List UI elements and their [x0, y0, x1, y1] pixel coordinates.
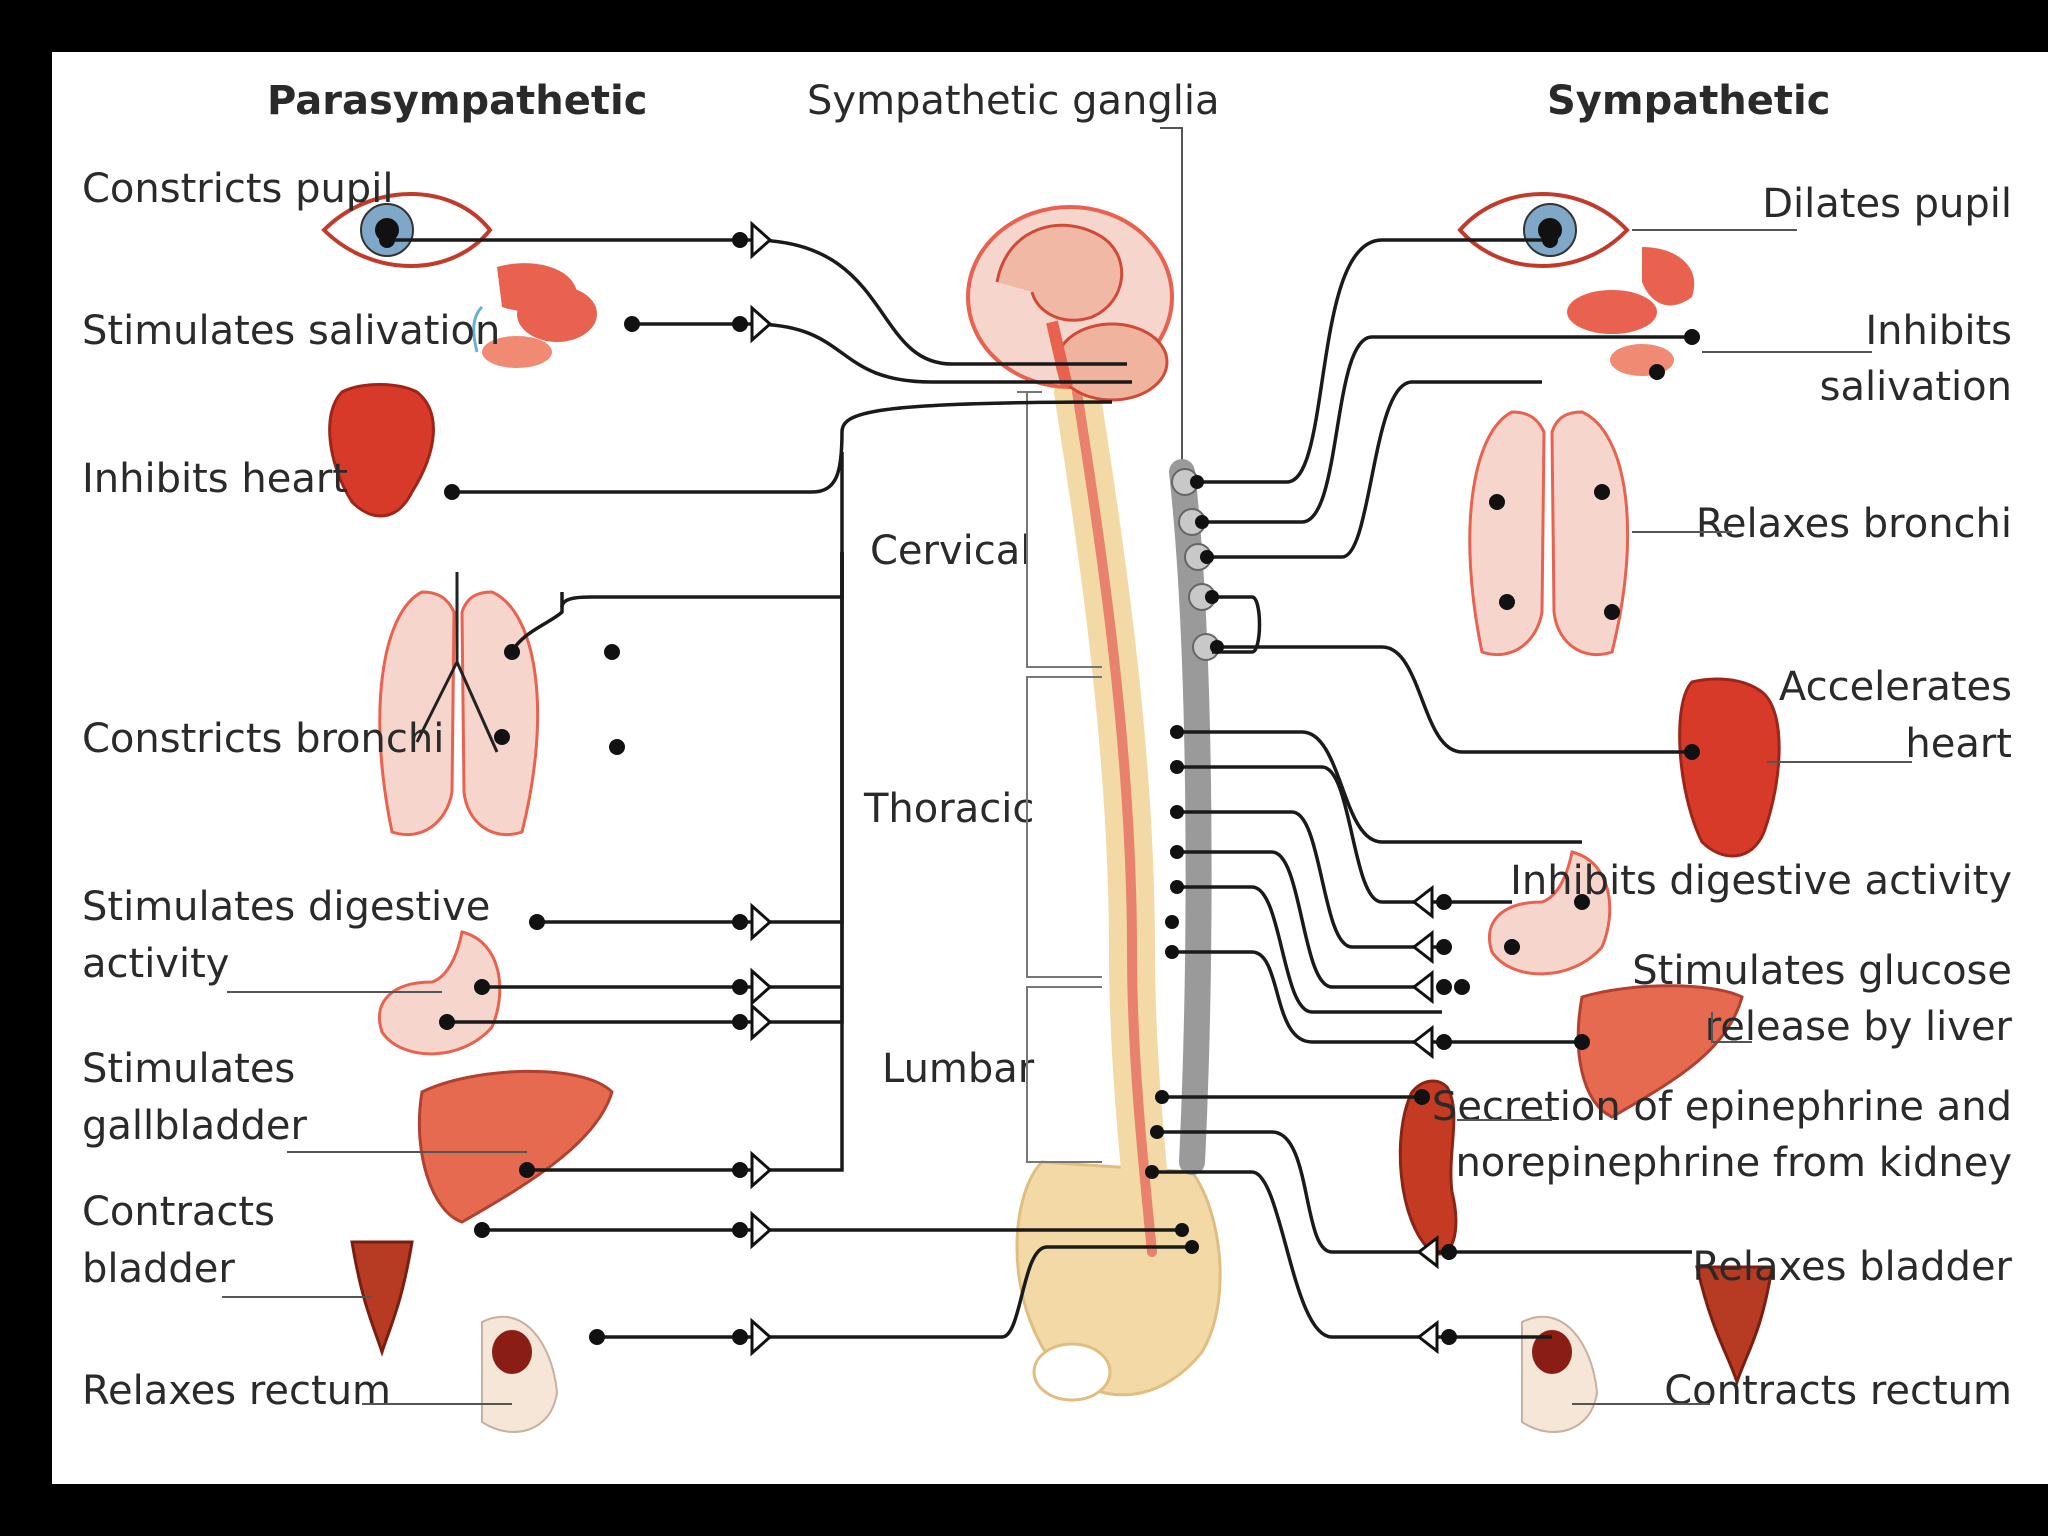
label-stimulates-glucose-line2: release by liver [1705, 1004, 2013, 1050]
parasympathetic-nerves [387, 238, 1192, 1339]
sympathetic-ganglia-markers [1145, 232, 1700, 1355]
salivary-glands-right [1567, 247, 1695, 376]
rectum-right [1521, 1315, 1599, 1433]
salivary-glands-left [472, 263, 597, 368]
diagram-panel: Parasympathetic Sympathetic Sympathetic … [52, 52, 2048, 1484]
label-inhibits-salivation-line1: Inhibits [1865, 308, 2012, 354]
ganglia-leader-line [1160, 127, 1183, 472]
stomach-right [1488, 850, 1612, 976]
region-cervical: Cervical [870, 528, 1031, 574]
label-inhibits-digestive: Inhibits digestive activity [1510, 858, 2012, 904]
label-relaxes-rectum: Relaxes rectum [82, 1368, 391, 1414]
label-stimulates-gallbladder-line1: Stimulates [82, 1046, 295, 1092]
lungs-right [1468, 410, 1630, 657]
kidney-adrenal-right [1398, 1079, 1458, 1256]
label-sympathetic-ganglia: Sympathetic ganglia [807, 78, 1219, 124]
thoracic-bracket [1026, 676, 1102, 978]
parasympathetic-ganglia-markers [379, 220, 773, 1357]
pelvis [1015, 1160, 1222, 1402]
eye-right [1457, 192, 1630, 268]
region-lumbar: Lumbar [882, 1046, 1035, 1092]
rectum-left [481, 1315, 559, 1433]
label-inhibits-heart: Inhibits heart [82, 456, 348, 502]
vertebral-column [1054, 369, 1175, 1275]
label-constricts-bronchi: Constricts bronchi [82, 716, 444, 762]
heart-right [1678, 677, 1781, 858]
label-contracts-bladder-line2: bladder [82, 1246, 235, 1292]
region-thoracic: Thoracic [863, 786, 1034, 832]
bladder-left [350, 1240, 414, 1357]
label-stimulates-digestive-line2: activity [82, 941, 229, 987]
bladder-right [1695, 1265, 1774, 1387]
label-stimulates-digestive-line1: Stimulates digestive [82, 884, 490, 930]
label-contracts-rectum: Contracts rectum [1664, 1368, 2012, 1414]
label-inhibits-salivation-line2: salivation [1820, 364, 2012, 410]
lumbar-bracket [1026, 986, 1102, 1163]
label-relaxes-bronchi: Relaxes bronchi [1696, 501, 2012, 547]
brain [966, 205, 1174, 402]
sympathetic-nerves [1152, 238, 1692, 1339]
label-relaxes-bladder: Relaxes bladder [1692, 1244, 2012, 1290]
label-secretion-line2: norepinephrine from kidney [1455, 1140, 2012, 1186]
label-constricts-pupil: Constricts pupil [82, 166, 393, 212]
cervical-bracket [1017, 391, 1102, 668]
header-sympathetic: Sympathetic [1547, 78, 1830, 124]
label-stimulates-glucose-line1: Stimulates glucose [1632, 948, 2012, 994]
leader-glucose-right [1711, 1012, 1752, 1043]
label-contracts-bladder-line1: Contracts [82, 1189, 275, 1235]
label-secretion-line1: Secretion of epinephrine and [1432, 1084, 2012, 1130]
header-parasympathetic: Parasympathetic [267, 78, 647, 124]
label-dilates-pupil: Dilates pupil [1762, 181, 2012, 227]
label-accelerates-heart-line2: heart [1905, 721, 2012, 767]
cerebellum [1055, 322, 1169, 402]
spinal-cord [1072, 387, 1157, 1257]
heart-left [328, 383, 435, 518]
lungs-left [378, 572, 540, 837]
liver-right [1576, 984, 1744, 1119]
liver-left [417, 1069, 614, 1224]
label-stimulates-salivation: Stimulates salivation [82, 308, 500, 354]
label-stimulates-gallbladder-line2: gallbladder [82, 1103, 308, 1149]
autonomic-nervous-system-diagram: Parasympathetic Sympathetic Sympathetic … [82, 78, 2013, 1433]
label-accelerates-heart-line1: Accelerates [1779, 664, 2012, 710]
